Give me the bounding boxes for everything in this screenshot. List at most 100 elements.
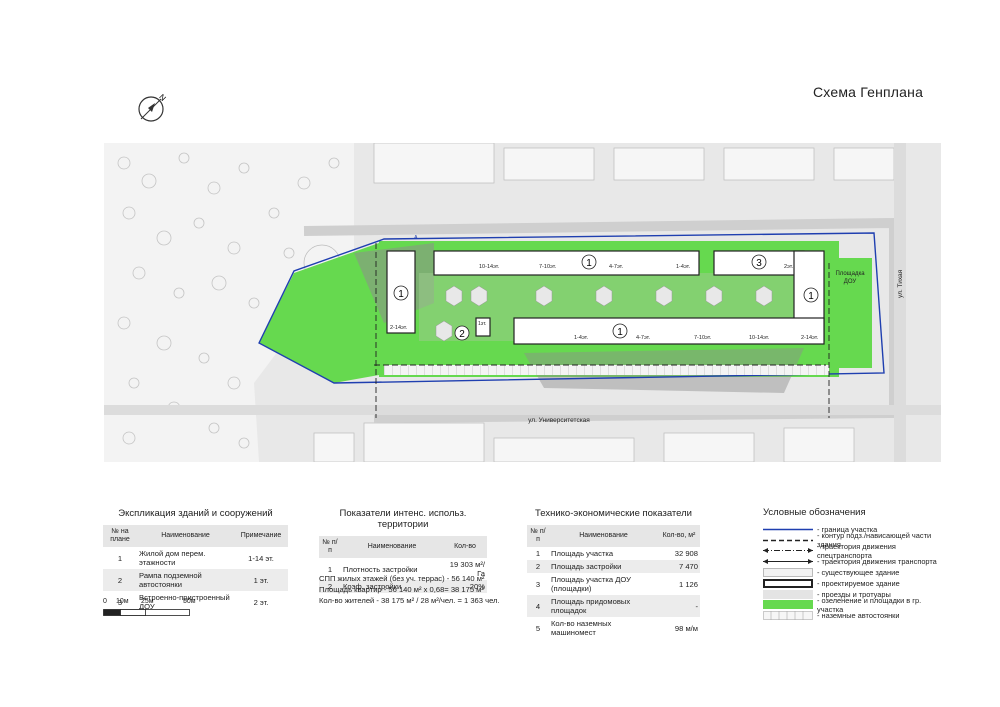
legend-item: - существующее здание: [763, 567, 938, 578]
roads-symbol-icon: [763, 589, 813, 599]
explication-title: Экспликация зданий и сооружений: [118, 508, 273, 519]
legend-title: Условные обозначения: [763, 507, 866, 518]
cell: 2: [103, 569, 137, 591]
cell: 1: [327, 564, 333, 574]
street-tikhaya-road: [894, 143, 906, 462]
floor-label: 7-10эт.: [539, 264, 557, 270]
parking-symbol-icon: [763, 611, 813, 621]
table-row: 4 Площадь придомовых площадок -: [527, 595, 700, 617]
green-area-west: [259, 243, 379, 383]
contour-symbol-icon: [763, 539, 813, 541]
boundary-symbol-icon: [763, 528, 813, 531]
tep-title: Технико-экономические показатели: [535, 508, 692, 519]
note-line: СПП жилых этажей (без уч. террас) - 56 1…: [319, 574, 485, 583]
cell: Рампа подземной автостоянки: [137, 569, 234, 591]
column-header: Примечание: [234, 525, 288, 547]
transport-symbol-icon: [763, 559, 813, 565]
column-header: Наименование: [341, 536, 443, 558]
map-labels: ул. Университетская ул. Тихая Площадка Д…: [390, 235, 904, 424]
scale-label: 0: [103, 598, 107, 605]
site-boundary: [258, 232, 885, 384]
scale-bar-graphic: [103, 609, 190, 616]
column-header: № на плане: [103, 525, 137, 547]
scale-label: 50м: [183, 598, 196, 605]
street-label: ул. Университетская: [528, 417, 590, 424]
cell: 3: [535, 579, 541, 589]
entry-marker: A: [414, 235, 418, 241]
column-header: Наименование: [137, 525, 234, 547]
legend-item: - граница участка: [763, 524, 938, 535]
scale-bar: 0 10м 25м 50м: [103, 598, 203, 620]
floor-label: 10-14эт.: [749, 335, 770, 341]
cell: Встроенно-пристроенный ДОУ: [139, 593, 230, 611]
table-row: 1 Жилой дом перем. этажности 1-14 эт.: [103, 547, 288, 569]
north-arrow-icon: N: [138, 92, 168, 122]
legend-item: - озеленение и площадки в гр. участка: [763, 596, 938, 614]
column-header: Кол-во: [443, 536, 487, 558]
cell: 1 126: [678, 579, 698, 589]
legend-label: - траектория движения транспорта: [817, 557, 937, 567]
designed-building-symbol-icon: [763, 578, 813, 588]
street-label: ул. Тихая: [897, 269, 904, 298]
floor-label: 10-14эт.: [479, 264, 500, 270]
existing-buildings-top: [373, 143, 895, 184]
floor-label: 4-7эт.: [636, 335, 651, 341]
cell: 7 470: [658, 560, 700, 573]
column-header: Наименование: [549, 525, 658, 547]
legend-item: - траектория движения спецтранспорта: [763, 542, 938, 560]
parking-strip: [384, 365, 829, 375]
floor-label: 1-4эт.: [676, 264, 691, 270]
indicators-title: Показатели интенс. использ. территории: [339, 508, 467, 530]
table-row: 2 Коэф. застройки 20%: [319, 580, 487, 593]
green-area-symbol-icon: [763, 600, 813, 610]
compass-letter: N: [157, 92, 168, 103]
hexagon-playgrounds: [435, 285, 773, 342]
tep-table: Технико-экономические показатели № п/п Н…: [527, 508, 700, 639]
cell: 19 303 м²/Га: [449, 560, 485, 578]
building-numbers: 1 1 3 1 2 1: [393, 254, 819, 341]
legend-label: - траектория движения спецтранспорта: [817, 542, 896, 560]
column-header: № п/п: [319, 536, 341, 558]
building-number: 1: [808, 291, 814, 302]
floor-label: 2-14эт.: [390, 325, 408, 331]
floor-label: 2-14эт.: [801, 335, 819, 341]
legend-item: - проезды и тротуары: [763, 589, 938, 600]
cell: 32 908: [674, 549, 698, 558]
legend-label: - озеленение и площадки в гр. участка: [817, 595, 922, 614]
scale-label: 25м: [141, 598, 154, 605]
cell: 2: [319, 580, 341, 593]
floor-label: 2эт.: [784, 264, 794, 270]
forest-area: [104, 143, 354, 462]
table-row: 3 Площадь участка ДОУ (площадки) 1 126: [527, 573, 700, 595]
table-row: 2 Рампа подземной автостоянки 1 эт.: [103, 569, 288, 591]
transport-path: [374, 243, 830, 418]
table-row: 2 Площадь застройки 7 470: [527, 560, 700, 573]
table-row: 3 Встроенно-пристроенный ДОУ 2 эт.: [103, 591, 288, 613]
cell: 1: [117, 553, 123, 563]
existing-building-symbol-icon: [763, 568, 813, 577]
cell: 98 м/м: [674, 623, 698, 633]
cell: 1 эт.: [234, 569, 288, 591]
cell: Площадь участка: [551, 549, 614, 558]
legend-label: - существующее здание: [817, 568, 900, 578]
cell: Площадь застройки: [549, 560, 658, 573]
legend-label: - проектируемое здание: [817, 578, 900, 588]
cell: 2 эт.: [253, 597, 269, 607]
legend-item: - траектория движения транспорта: [763, 556, 938, 567]
legend-item: - наземные автостоянки: [763, 610, 938, 621]
indicators-table: Показатели интенс. использ. территории №…: [319, 508, 487, 593]
cell: 1-14 эт.: [248, 553, 274, 563]
playground-label: Площадка: [835, 271, 865, 277]
building-number: 1: [586, 258, 592, 269]
column-header: Кол-во, м²: [658, 525, 700, 547]
cell: 20%: [443, 580, 487, 593]
table-row: 5 Кол-во наземных машиномест 98 м/м: [527, 617, 700, 639]
building-number: 3: [756, 258, 762, 269]
table-row: 1 Площадь участка 32 908: [527, 547, 700, 560]
tree-group: [117, 152, 340, 449]
note-line: Площадь квартир - 56 140 м² x 0,68= 38 1…: [319, 585, 484, 594]
indicators-notes: СПП жилых этажей (без уч. террас) - 56 1…: [319, 573, 500, 606]
legend-label: - наземные автостоянки: [817, 611, 900, 621]
cell: 4: [527, 595, 549, 617]
cell: 2: [527, 560, 549, 573]
